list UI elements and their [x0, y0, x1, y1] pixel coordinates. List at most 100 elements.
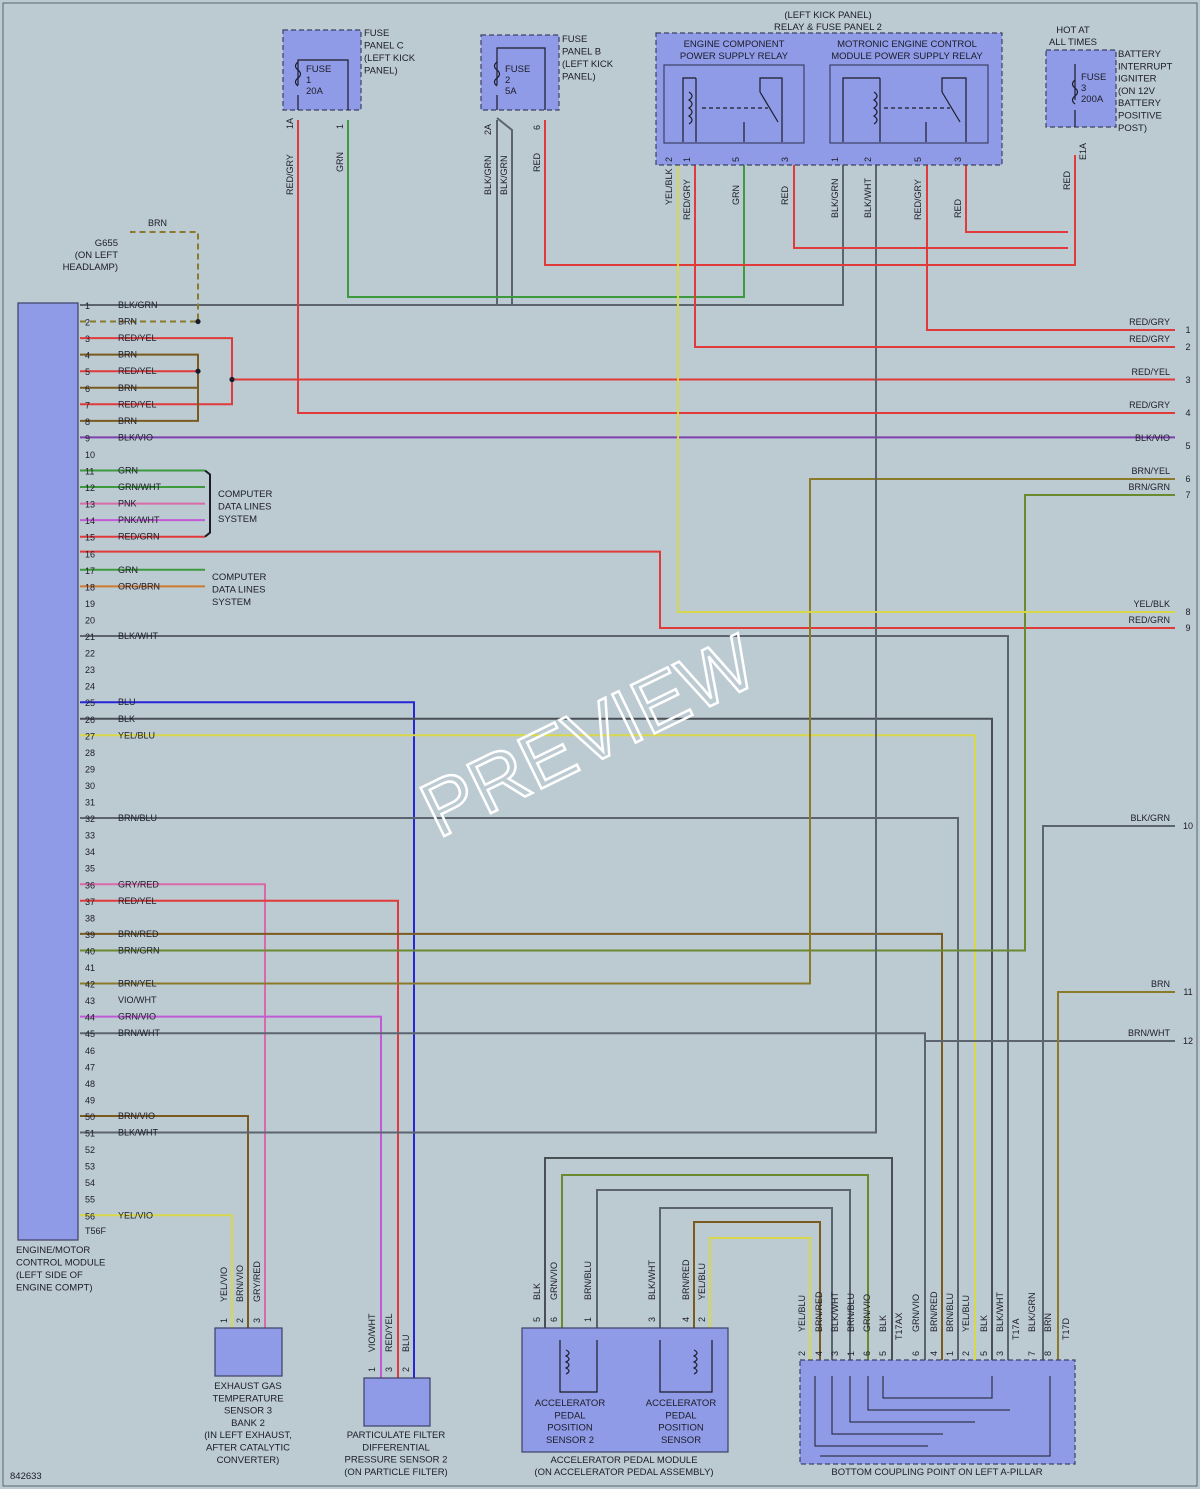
battery-igniter-label-line: INTERRUPT [1118, 61, 1173, 72]
output-wire-color: BLK/GRN [1130, 813, 1170, 823]
dpf-pin: 1 [367, 1367, 377, 1372]
battery-hot-label-line: ALL TIMES [1049, 37, 1097, 48]
output-wire-color: BRN/GRN [1128, 482, 1170, 492]
relay2-wire: RED [953, 198, 963, 218]
relay1-wire: RED/GRY [682, 179, 692, 220]
ecm-pin-wire-color: BLK/WHT [118, 631, 159, 641]
fuse1-label-line: 20A [306, 86, 324, 97]
coupling-wire: BLK/WHT [995, 1291, 1005, 1332]
ecm-pin-number: 8 [85, 417, 90, 427]
ecm-pin-number: 44 [85, 1013, 95, 1023]
ecm-pin-wire-color: VIO/WHT [118, 995, 157, 1005]
ecm-pin-number: 56 [85, 1211, 95, 1221]
ecm-pin-wire-color: ORG/BRN [118, 581, 160, 591]
coupling-wire: BLK [878, 1315, 888, 1332]
ecm-pin-wire-color: BRN/BLU [118, 813, 157, 823]
ecm-pin-wire-color: GRN/VIO [118, 1012, 156, 1022]
components-layer [17, 29, 1117, 1465]
relay1-pin: 2 [664, 157, 674, 162]
relay2-pin: 5 [913, 157, 923, 162]
wire-pedal-brn-blu [596, 1189, 851, 1360]
relay1-label-line: POWER SUPPLY RELAY [680, 51, 789, 62]
fuse-panel-b-label-line: FUSE [562, 34, 587, 45]
output-wire-color: RED/GRN [1128, 615, 1170, 625]
ecm-pin-wire-color: RED/GRN [118, 532, 160, 542]
ecm-pin-number: 40 [85, 946, 95, 956]
wire-yel-blk-output8 [677, 155, 1175, 613]
wire-blk-26 [80, 717, 993, 1360]
wire-pedal-brn-red [693, 1221, 821, 1360]
coupling-point-box [799, 1359, 1076, 1465]
ecm-pin-number: 33 [85, 831, 95, 841]
ecm-pin-wire-color: BRN/WHT [118, 1028, 160, 1038]
fuse-b-wire: RED [532, 152, 542, 172]
coupling-pin: 6 [911, 1351, 921, 1356]
relay1-pin: 5 [731, 157, 741, 162]
ground-location-line: HEADLAMP) [63, 262, 118, 273]
ecm-pin-number: 12 [85, 483, 95, 493]
output-number: 10 [1183, 821, 1193, 831]
wire-brn-yel-42 [80, 478, 1175, 985]
coupling-wire: GRN/VIO [911, 1294, 921, 1332]
ecm-pin-wire-color: YEL/BLU [118, 730, 155, 740]
coupling-pin: 6 [862, 1351, 872, 1356]
egt-pin: 3 [252, 1318, 262, 1323]
fuse-b-wire: BLK/GRN [499, 155, 509, 195]
dpf-pin: 3 [384, 1367, 394, 1372]
wire-red-gry-output1 [926, 155, 1175, 331]
relay2-switch [925, 77, 967, 142]
ecm-pin-number: 42 [85, 980, 95, 990]
ecm-pin-number: 46 [85, 1046, 95, 1056]
battery-igniter-label-line: (ON 12V [1118, 86, 1156, 97]
ecm-pin-wire-color: BLK/VIO [118, 432, 153, 442]
coupling-pin: 4 [929, 1351, 939, 1356]
egt-label-line: AFTER CATALYTIC [206, 1443, 290, 1454]
relay2-label-line: MODULE POWER SUPPLY RELAY [831, 51, 983, 62]
coupling-pin: 2 [961, 1351, 971, 1356]
battery-igniter-label-line: POST) [1118, 123, 1147, 134]
coupling-wire: BRN/RED [929, 1291, 939, 1332]
battery-hot-label-line: HOT AT [1056, 25, 1090, 36]
ecm-pin-number: 13 [85, 500, 95, 510]
dpf-sensor-box [363, 1377, 431, 1427]
egt-pin: 1 [219, 1318, 229, 1323]
relay2-wire: BLK/WHT [863, 177, 873, 218]
output-number: 6 [1185, 474, 1190, 484]
coupling-wire: YEL/BLU [961, 1295, 971, 1332]
fuse1-label-line: 1 [306, 75, 311, 86]
egt-label-line: TEMPERATURE [212, 1393, 283, 1404]
ecm-pin-number: 32 [85, 814, 95, 824]
pedal-wire: BLK [532, 1283, 542, 1300]
ecm-pin-number: 15 [85, 533, 95, 543]
ecm-pin-wire-color: BRN [118, 317, 137, 327]
fuse-c-pin: 1A [285, 118, 295, 129]
egt-wire: BRN/VIO [235, 1265, 245, 1302]
ecm-pin-number: 35 [85, 864, 95, 874]
dpf-pin: 2 [401, 1367, 411, 1372]
coupling-terminal: T17AX [894, 1312, 904, 1340]
fuse-panel-c-label-line: PANEL C [364, 41, 404, 52]
pedal-pin: 5 [532, 1317, 542, 1322]
ecm-pin-wire-color: BRN/GRN [118, 945, 160, 955]
output-wire-color: RED/GRY [1129, 334, 1170, 344]
wire-red-yel-loop [80, 337, 233, 406]
relay1-coil [682, 77, 697, 142]
dpf-wire: VIO/WHT [367, 1313, 377, 1352]
ecm-pin-number: 29 [85, 764, 95, 774]
ecm-pin-wire-color: BRN/YEL [118, 979, 157, 989]
egt-label-line: SENSOR 3 [224, 1406, 272, 1417]
coupling-wire: BLK/GRN [1027, 1292, 1037, 1332]
wire-pedal-blk-wht [659, 1207, 833, 1360]
wire-brn-grn-40 [80, 494, 1175, 952]
output-wire-color: RED/GRY [1129, 400, 1170, 410]
ecm-pin-wire-color: RED/YEL [118, 896, 157, 906]
battery-pin: E1A [1078, 143, 1088, 160]
ecm-pin-number: 16 [85, 549, 95, 559]
relay2-wire: BLK/GRN [830, 178, 840, 218]
coupling-pin: 4 [814, 1351, 824, 1356]
ground-location-line: (ON LEFT [75, 250, 118, 261]
ecm-pin-wire-color: BRN/RED [118, 929, 159, 939]
ecm-pin-wire-color: GRY/RED [118, 879, 159, 889]
output-wire-color: BLK/VIO [1135, 433, 1170, 443]
